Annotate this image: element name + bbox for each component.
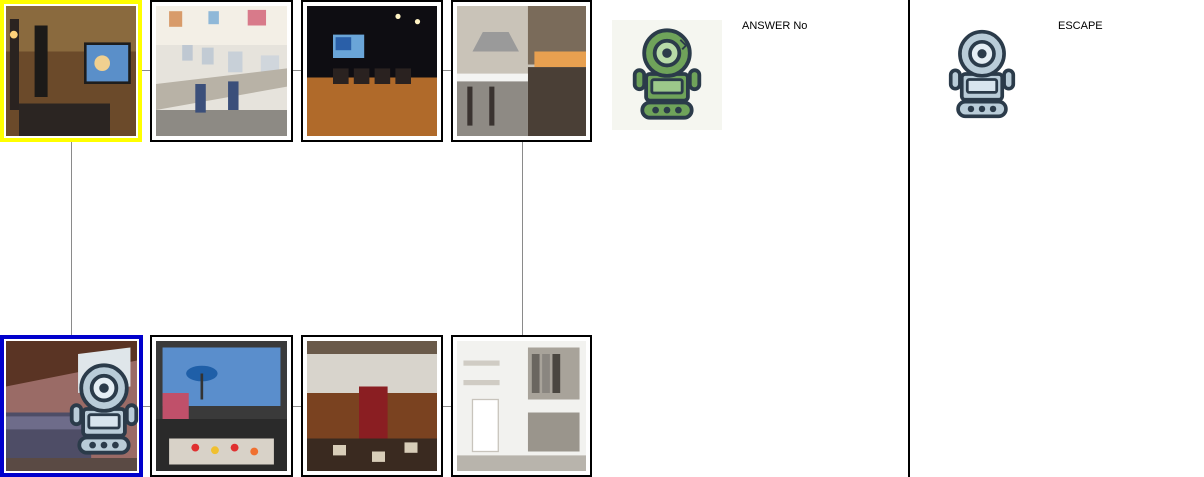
blue-robot-icon <box>69 363 139 455</box>
green-robot-icon <box>632 28 702 120</box>
connector-top-row <box>140 70 455 71</box>
room-movie-theater[interactable] <box>301 0 443 142</box>
escape-label: ESCAPE <box>1058 20 1103 32</box>
answer-label: ANSWER No <box>742 20 808 32</box>
room-spa[interactable] <box>150 335 293 477</box>
connector-bottom-row <box>140 406 455 407</box>
room-basement-bar[interactable] <box>301 335 443 477</box>
connector-left-vertical <box>71 142 72 337</box>
panel-divider <box>908 0 910 477</box>
room-computer-lab[interactable] <box>150 0 293 142</box>
room-bedroom[interactable] <box>0 335 143 477</box>
room-walk-in-closet[interactable] <box>451 335 592 477</box>
answer-agent-box <box>612 20 722 130</box>
blue-robot-icon <box>948 29 1016 119</box>
room-kitchen[interactable] <box>451 0 592 142</box>
connector-right-vertical <box>522 142 523 337</box>
room-home-theater[interactable] <box>0 0 142 142</box>
